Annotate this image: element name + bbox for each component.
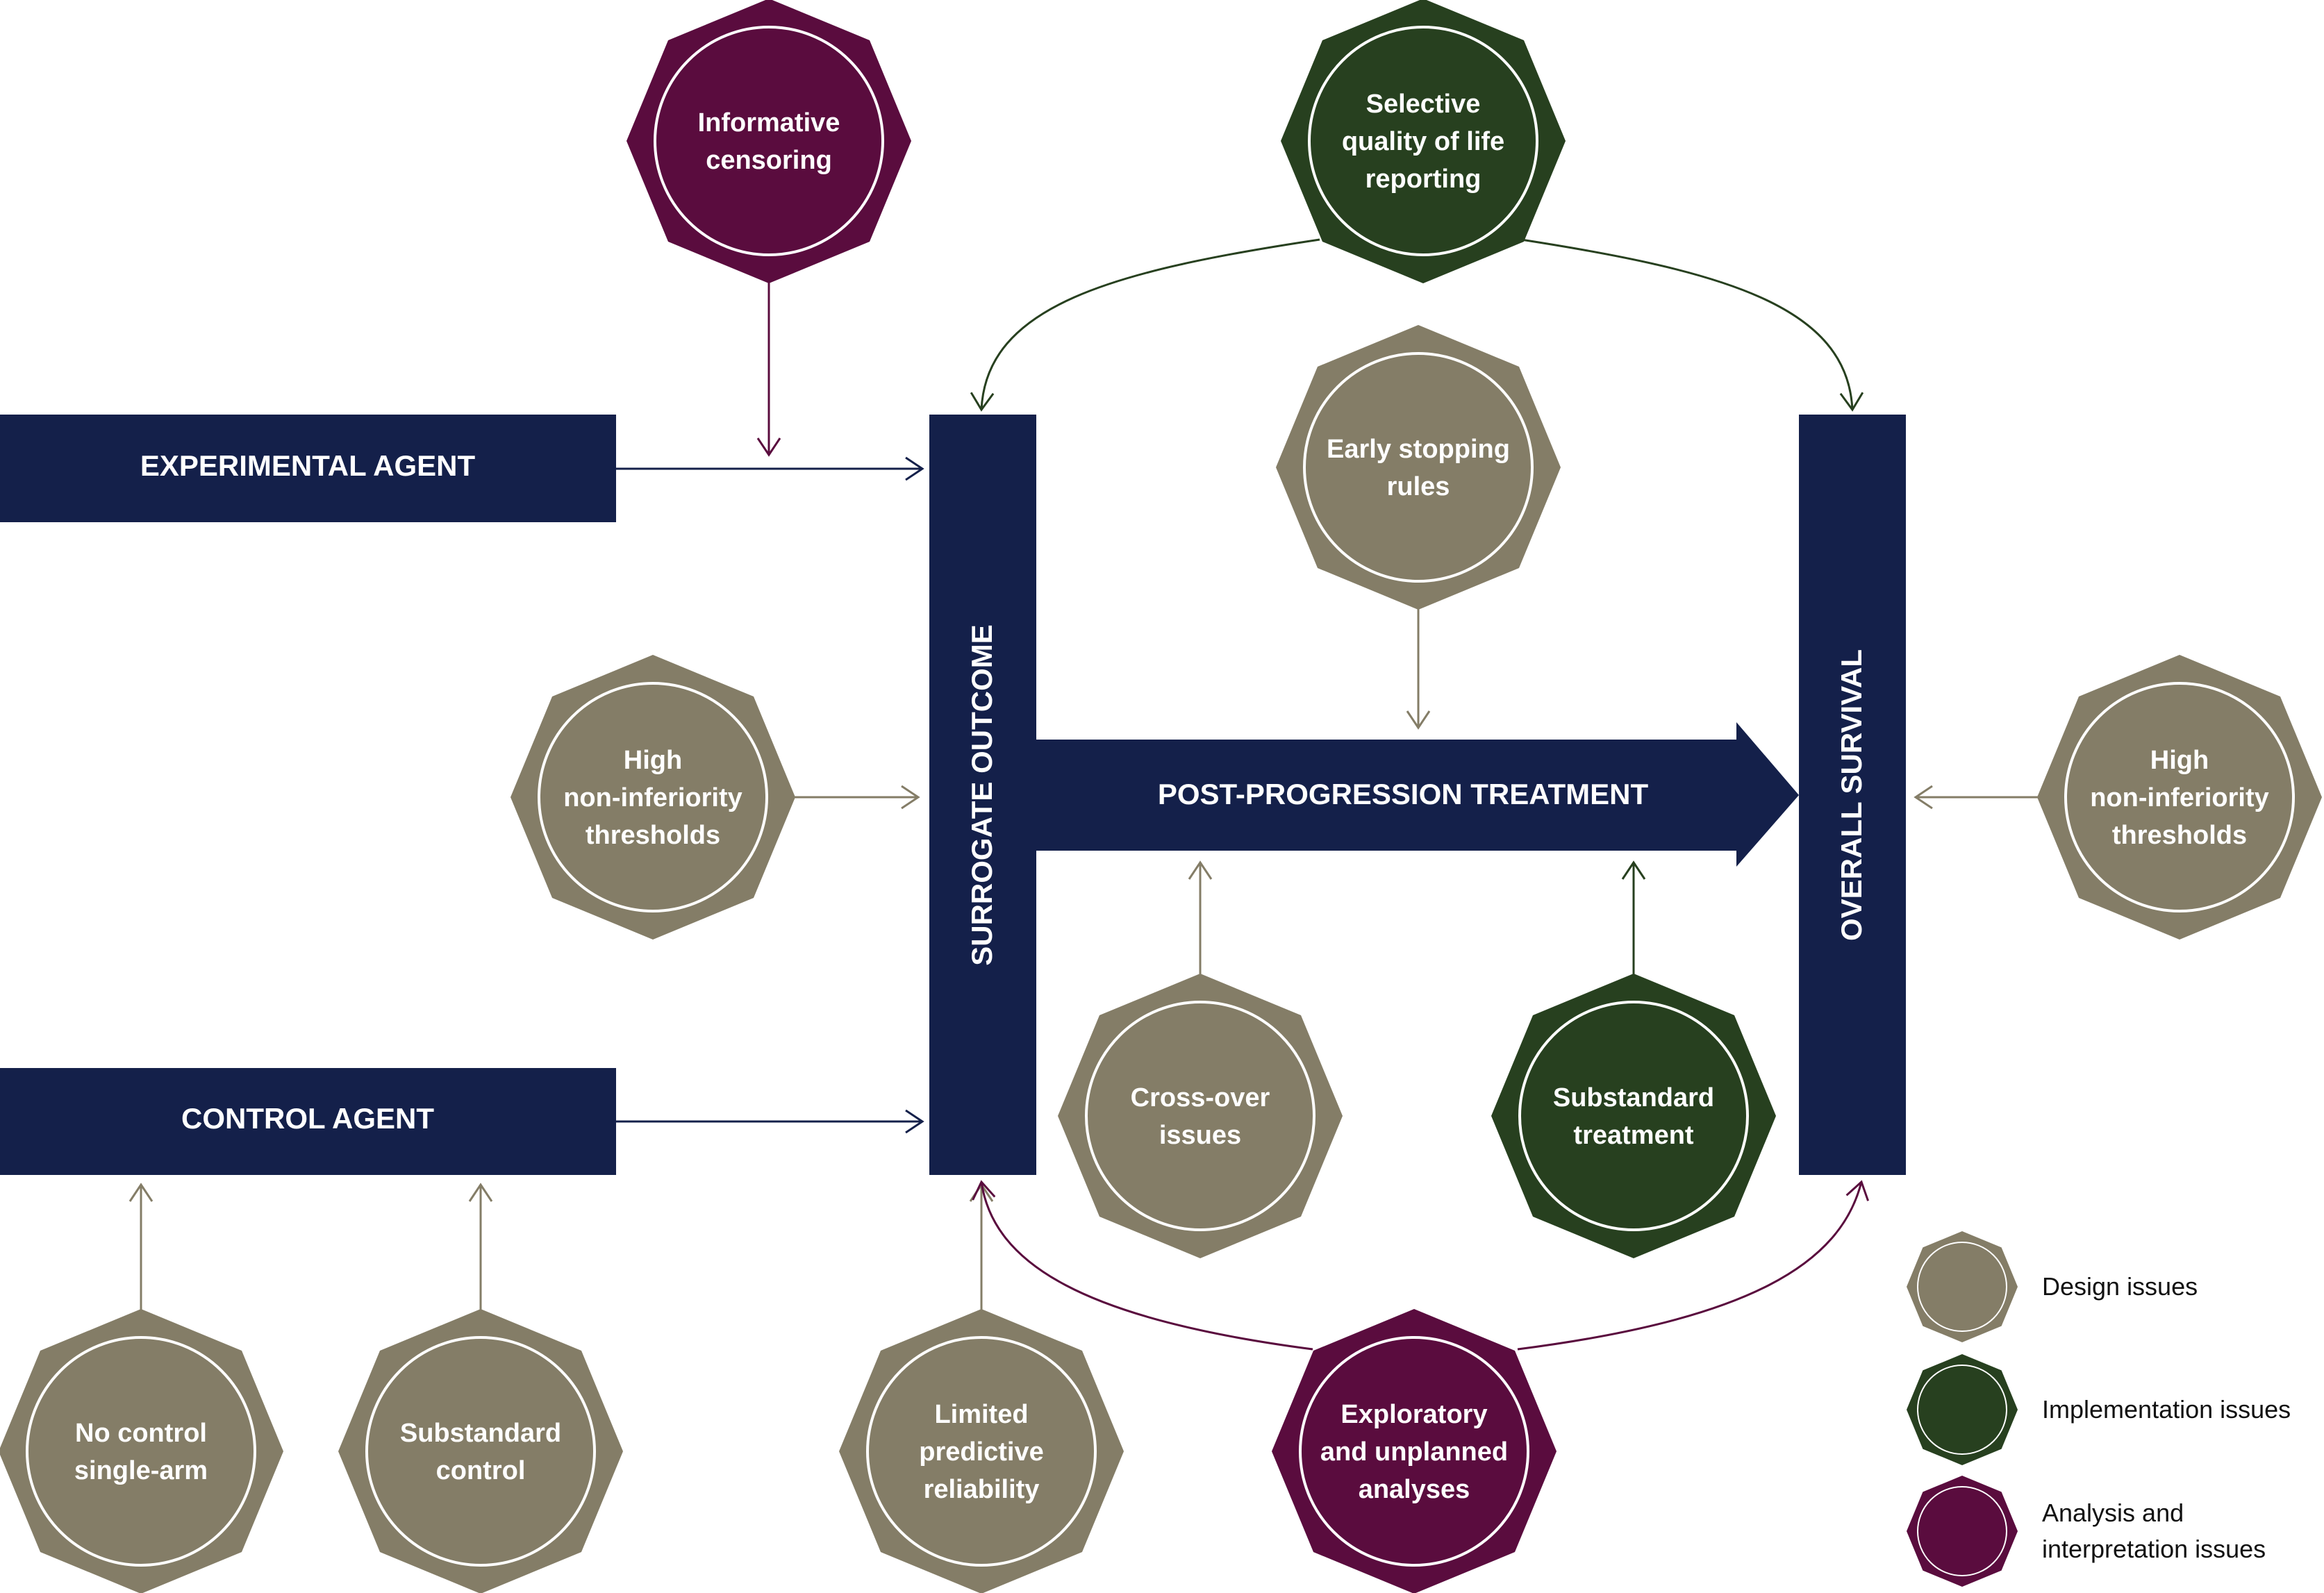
octagon-shape <box>2037 655 2322 940</box>
node-label-line: thresholds <box>586 821 720 850</box>
node-label-line: reliability <box>924 1475 1040 1504</box>
legend-item-design: Design issues <box>1907 1231 2198 1342</box>
node-label-line: quality of life <box>1342 127 1504 156</box>
ring-outline <box>26 1336 256 1567</box>
octagon-shape <box>1058 974 1343 1258</box>
ring-outline <box>365 1336 596 1567</box>
ring-outline <box>2064 682 2295 912</box>
connector-qol-to-os <box>1520 238 1864 412</box>
node-label-line: Selective <box>1366 90 1481 119</box>
node-label-line: Cross-over <box>1131 1083 1270 1112</box>
control-agent-box: CONTROL AGENT <box>0 1068 616 1175</box>
node-label-line: treatment <box>1573 1121 1693 1150</box>
node-label-line: censoring <box>706 146 832 175</box>
node-label-line: and unplanned <box>1320 1437 1508 1467</box>
legend-swatch-icon <box>1907 1476 2018 1587</box>
connector-exploratory-to-os <box>1517 1180 1869 1351</box>
legend-item-analysis: Analysis and interpretation issues <box>1907 1476 2266 1587</box>
node-informative-censoring: Informative censoring <box>626 0 911 283</box>
ring-outline <box>1085 1001 1315 1231</box>
legend-ring <box>1917 1486 2007 1576</box>
connector-qol-to-surrogate <box>970 238 1320 412</box>
overall-survival-bar: OVERALL SURVIVAL <box>1799 415 1906 1175</box>
control-agent-label: CONTROL AGENT <box>181 1102 434 1135</box>
post-progression-treatment-label: POST-PROGRESSION TREATMENT <box>1158 778 1649 810</box>
octagon-shape <box>1276 325 1561 610</box>
post-progression-treatment-arrow: POST-PROGRESSION TREATMENT <box>1036 722 1799 867</box>
surrogate-outcome-bar: SURROGATE OUTCOME <box>929 415 1036 1175</box>
node-label-line: analyses <box>1359 1475 1470 1504</box>
node-high-ni-thresholds-right: High non-inferiority thresholds <box>2037 655 2322 940</box>
ring-outline <box>1303 352 1534 583</box>
node-label-line: control <box>436 1456 526 1485</box>
node-label-line: Substandard <box>1553 1083 1714 1112</box>
octagon-shape <box>1272 1309 1557 1593</box>
node-label-line: reporting <box>1366 165 1481 194</box>
node-cross-over-issues: Cross-over issues <box>1058 974 1343 1258</box>
node-label-line: Substandard <box>400 1419 561 1448</box>
node-substandard-treatment: Substandard treatment <box>1491 974 1776 1258</box>
experimental-agent-box: EXPERIMENTAL AGENT <box>0 415 616 522</box>
legend-item-implementation: Implementation issues <box>1907 1354 2291 1465</box>
legend-label: Implementation issues <box>2042 1395 2291 1424</box>
octagon-shape <box>511 655 795 940</box>
ring-outline <box>866 1336 1097 1567</box>
legend-label: Analysis and <box>2042 1499 2184 1527</box>
experimental-agent-label: EXPERIMENTAL AGENT <box>140 449 476 482</box>
node-label-line: issues <box>1159 1121 1241 1150</box>
node-label-line: non-inferiority <box>2090 783 2269 812</box>
legend-swatch-icon <box>1907 1354 2018 1465</box>
legend-ring <box>1917 1365 2007 1455</box>
ring-outline <box>1518 1001 1749 1231</box>
node-label-line: Early stopping <box>1327 435 1510 464</box>
ring-outline <box>1308 26 1538 256</box>
node-label-line: High <box>2150 746 2209 775</box>
node-label-line: non-inferiority <box>563 783 742 812</box>
ring-outline <box>1299 1336 1529 1567</box>
node-label-line: single-arm <box>74 1456 208 1485</box>
node-label-line: Informative <box>698 108 840 137</box>
node-label-line: predictive <box>919 1437 1044 1467</box>
overall-survival-label: OVERALL SURVIVAL <box>1835 649 1868 941</box>
octagon-shape <box>1491 974 1776 1258</box>
connector-exploratory-to-surrogate <box>972 1180 1313 1351</box>
node-substandard-control: Substandard control <box>338 1309 623 1593</box>
ring-outline <box>538 682 768 912</box>
legend-label: interpretation issues <box>2042 1535 2266 1563</box>
node-label-line: Exploratory <box>1341 1400 1487 1429</box>
node-no-control-single-arm: No control single-arm <box>0 1309 283 1593</box>
legend-ring <box>1917 1242 2007 1332</box>
surrogate-outcome-label: SURROGATE OUTCOME <box>965 624 998 966</box>
node-label-line: No control <box>75 1419 207 1448</box>
octagon-shape <box>0 1309 283 1593</box>
octagon-shape <box>338 1309 623 1593</box>
node-selective-qol-reporting: Selective quality of life reporting <box>1281 0 1566 283</box>
node-label-line: rules <box>1387 472 1450 501</box>
octagon-shape <box>626 0 911 283</box>
octagon-shape <box>1281 0 1566 283</box>
legend-swatch-icon <box>1907 1231 2018 1342</box>
ring-outline <box>654 26 884 256</box>
node-limited-predictive-reliability: Limited predictive reliability <box>839 1309 1124 1593</box>
legend-label: Design issues <box>2042 1272 2198 1301</box>
node-exploratory-unplanned-analyses: Exploratory and unplanned analyses <box>1272 1309 1557 1593</box>
node-label-line: thresholds <box>2112 821 2247 850</box>
node-label-line: High <box>624 746 682 775</box>
octagon-shape <box>839 1309 1124 1593</box>
connectors <box>128 238 2041 1351</box>
node-early-stopping-rules: Early stopping rules <box>1276 325 1561 610</box>
node-label-line: Limited <box>934 1400 1028 1429</box>
node-high-ni-thresholds-left: High non-inferiority thresholds <box>511 655 795 940</box>
